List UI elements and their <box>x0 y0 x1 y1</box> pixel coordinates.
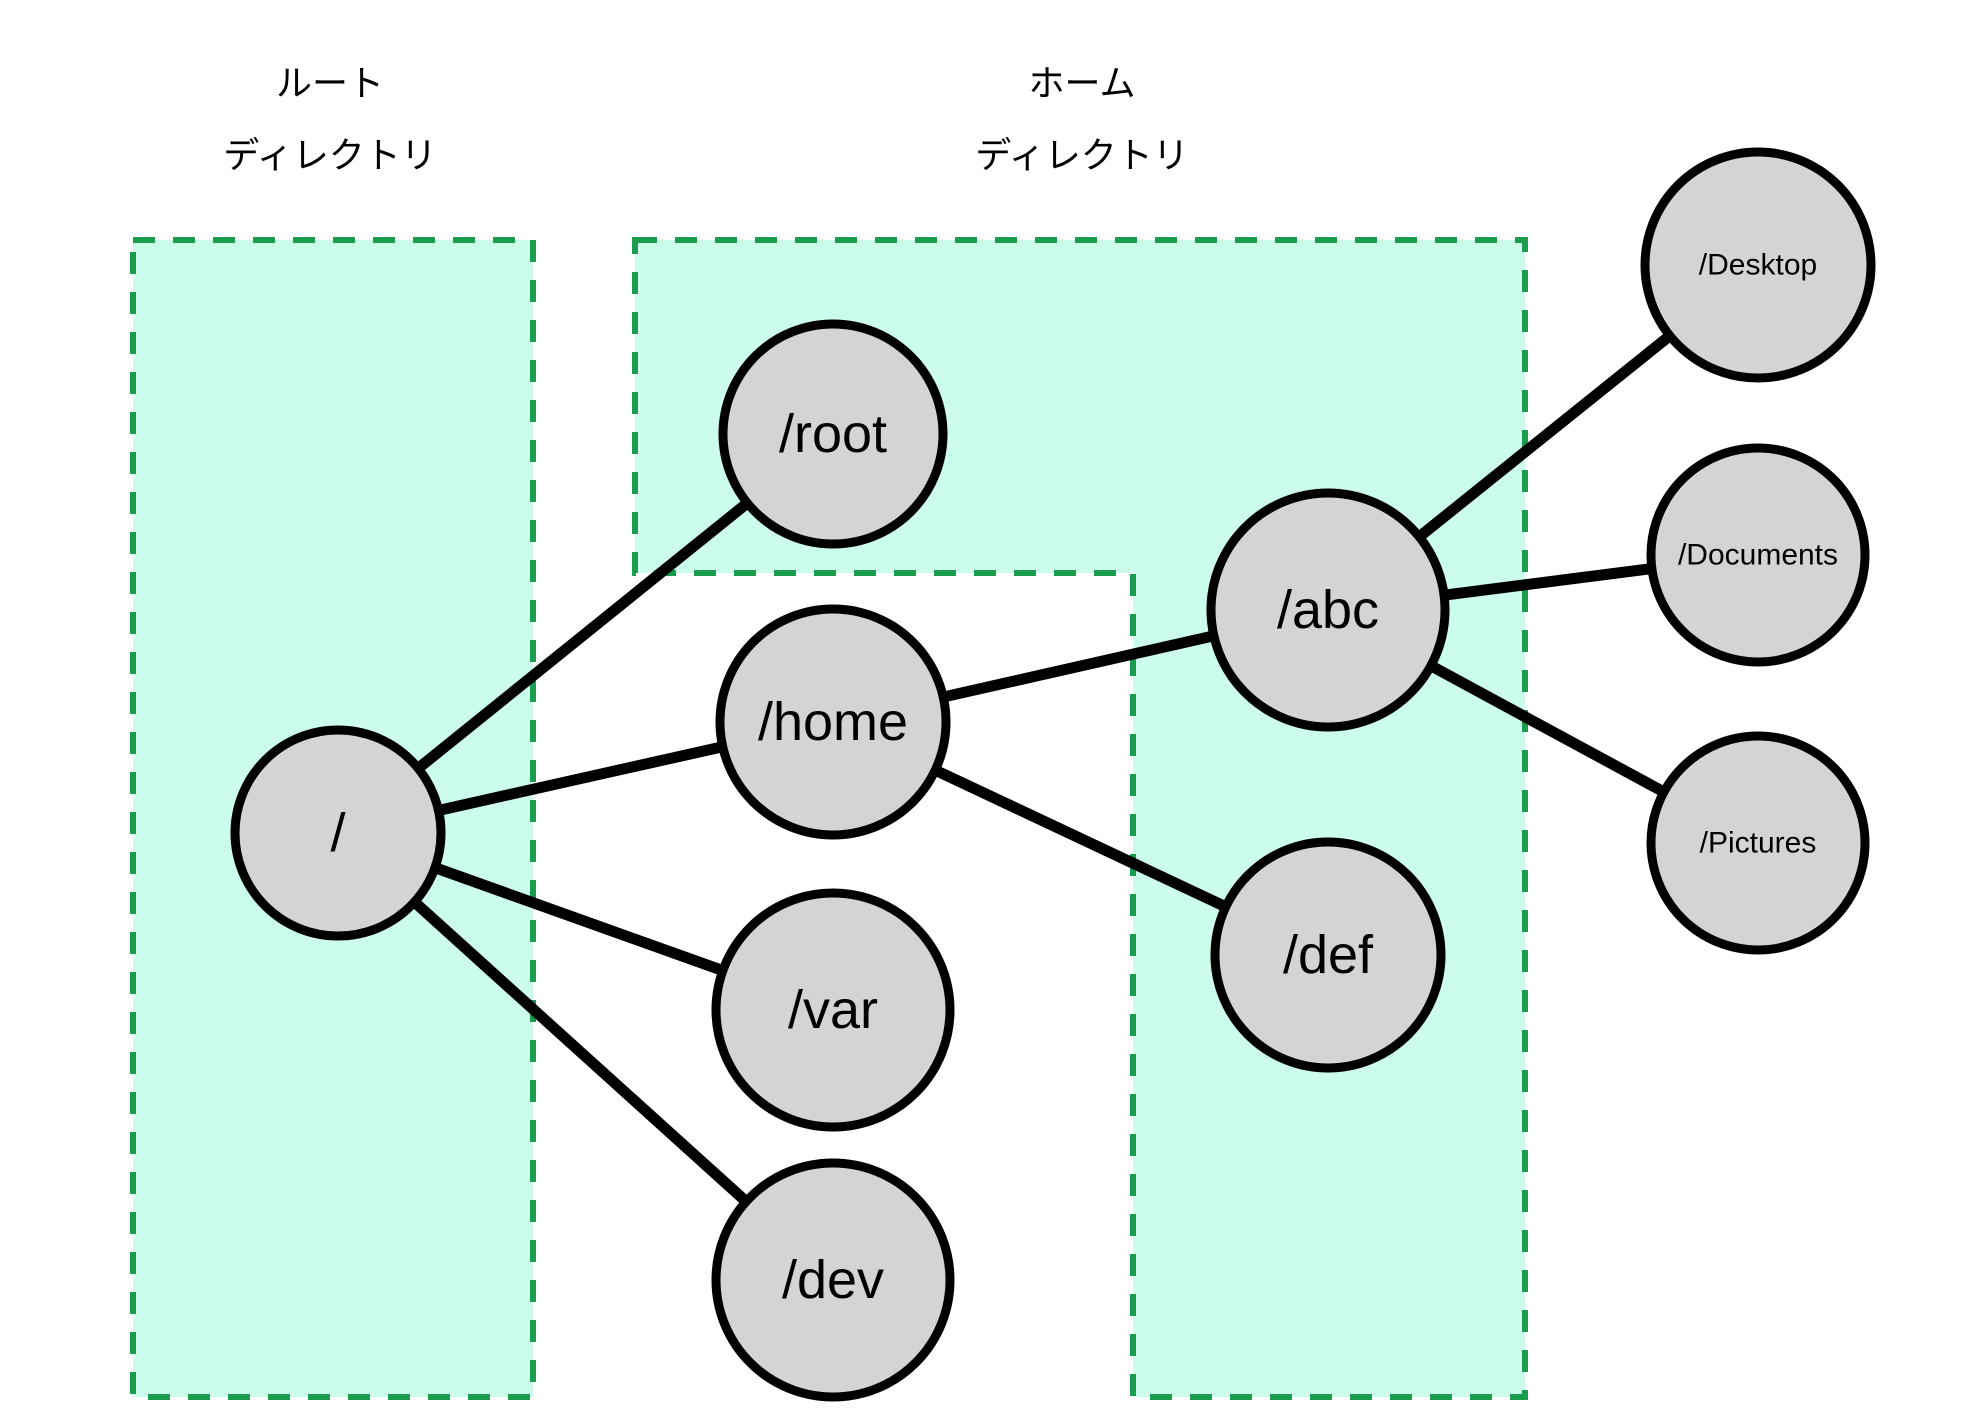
edge-root-home <box>429 740 733 817</box>
node-pictures[interactable]: /Pictures <box>1646 731 1870 955</box>
node-desktop-label: /Desktop <box>1699 249 1817 282</box>
node-pictures-circle[interactable] <box>1646 731 1870 955</box>
edge-root-dev <box>405 893 755 1210</box>
node-documents[interactable]: /Documents <box>1646 443 1870 667</box>
edge-abc-documents <box>1434 562 1662 602</box>
region-labels: ルート ディレクトリ ホーム ディレクトリ <box>223 63 1188 176</box>
node-def[interactable]: /def <box>1210 837 1446 1073</box>
node-desktop-circle[interactable] <box>1640 147 1876 383</box>
node-var-circle[interactable] <box>711 888 955 1132</box>
node-home-label: /home <box>758 692 908 752</box>
node-dev-label: /dev <box>782 1250 884 1310</box>
node-pictures-label: /Pictures <box>1700 827 1817 860</box>
edge-root-var <box>425 860 733 978</box>
node-desktop[interactable]: /Desktop <box>1640 147 1876 383</box>
edge-abc-pictures <box>1421 658 1673 800</box>
node-root-label: / <box>330 803 345 863</box>
edge-layer <box>405 327 1679 1210</box>
node-home-circle[interactable] <box>715 604 951 840</box>
node-dev[interactable]: /dev <box>711 1158 955 1402</box>
edge-root-rootdir <box>409 495 756 777</box>
node-abc[interactable]: /abc <box>1206 488 1450 732</box>
root-region-label-line1: ルート <box>276 63 384 104</box>
node-root-dir[interactable]: /root <box>718 319 948 549</box>
node-root[interactable]: / <box>230 725 446 941</box>
edge-abc-desktop <box>1410 327 1679 545</box>
node-abc-circle[interactable] <box>1206 488 1450 732</box>
node-root-dir-circle[interactable] <box>718 319 948 549</box>
edge-home-abc <box>933 629 1224 704</box>
node-documents-circle[interactable] <box>1646 443 1870 667</box>
home-region-label-line2: ディレクトリ <box>975 135 1188 176</box>
home-region-label-line1: ホーム <box>1029 63 1136 104</box>
node-layer: / /root/home/var/dev/abc/def/Desktop/Docu… <box>230 147 1876 1402</box>
node-home[interactable]: /home <box>715 604 951 840</box>
node-def-label: /def <box>1283 925 1374 985</box>
node-abc-label: /abc <box>1277 580 1379 640</box>
edge-home-def <box>926 762 1235 915</box>
node-def-circle[interactable] <box>1210 837 1446 1073</box>
node-root-circle[interactable] <box>230 725 446 941</box>
node-var[interactable]: /var <box>711 888 955 1132</box>
node-var-label: /var <box>788 980 878 1040</box>
node-documents-label: /Documents <box>1678 539 1838 572</box>
node-dev-circle[interactable] <box>711 1158 955 1402</box>
root-region-label-line2: ディレクトリ <box>223 135 436 176</box>
node-root-dir-label: /root <box>779 404 887 464</box>
